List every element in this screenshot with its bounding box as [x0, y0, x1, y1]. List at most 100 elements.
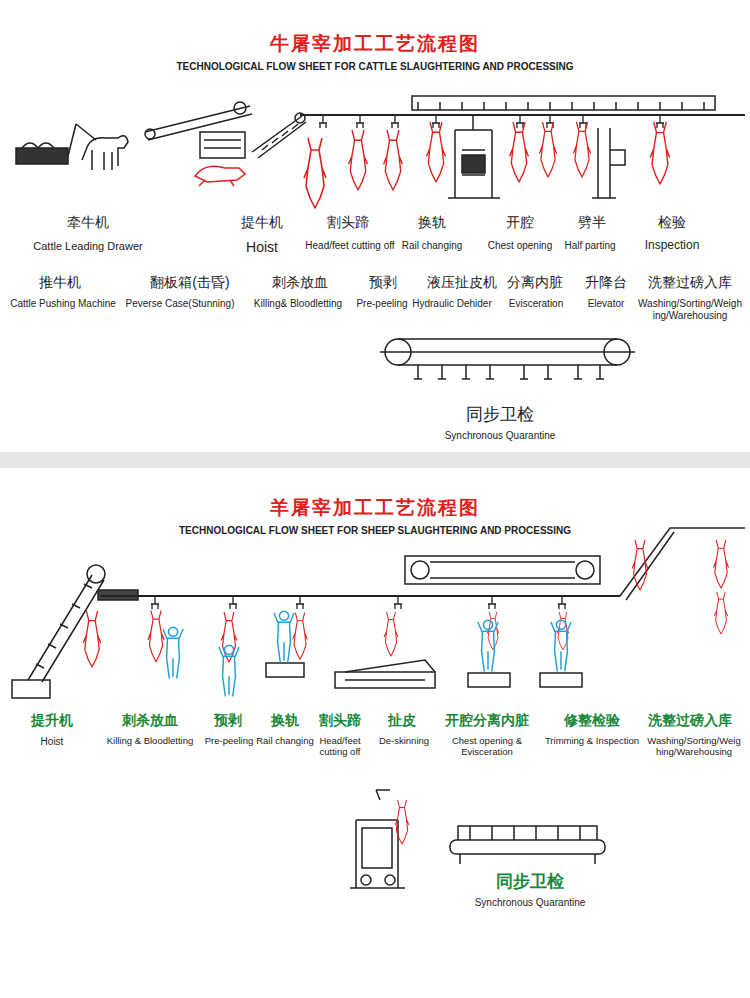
step-label: 羊屠宰加工工艺流程图 — [270, 497, 480, 519]
drawing-part — [418, 102, 704, 110]
cattle-carcasses — [304, 122, 670, 208]
step-label: 预剥 — [369, 274, 397, 290]
bottom-panel — [0, 468, 750, 998]
step-label: 升降台 — [585, 274, 627, 290]
drawing-part — [12, 680, 50, 698]
step-label: 换轨 — [418, 214, 446, 230]
drawing-part — [394, 596, 402, 609]
step-label-en: Killing& Bloodletting — [254, 298, 342, 310]
drawing-part — [274, 611, 294, 662]
step-label: 检验 — [658, 214, 686, 230]
drawing-part — [304, 138, 326, 208]
drawing-part — [458, 826, 597, 864]
step-label: 割头蹄 — [327, 214, 369, 230]
sheep-workers — [163, 611, 571, 696]
drawing-part — [592, 128, 625, 198]
drawing-part — [376, 790, 390, 800]
step-label-en: Half parting — [564, 240, 615, 252]
sheep-quarantine-carcass — [395, 800, 409, 844]
step-label: 预剥 — [214, 712, 242, 728]
drawing-part — [356, 115, 364, 128]
drawing-part — [87, 565, 105, 583]
drawing-part — [384, 612, 398, 656]
step-label-en: Chest opening & Evisceration — [433, 736, 541, 758]
step-label-en: Elevator — [588, 298, 625, 310]
drawing-part — [145, 106, 252, 140]
step-label-en: Synchronous Quarantine — [445, 430, 556, 442]
sheep-quarantine — [350, 790, 605, 888]
step-label: 换轨 — [271, 712, 299, 728]
drawing-part — [579, 115, 587, 128]
drawing-part — [516, 115, 524, 128]
step-label: 液压扯皮机 — [427, 274, 497, 290]
step-label-en: TECHNOLOGICAL FLOW SHEET FOR CATTLE SLAU… — [176, 61, 573, 73]
drawing-part — [539, 122, 556, 177]
drawing-part — [148, 610, 164, 661]
drawing-part — [163, 627, 183, 678]
drawing-part — [411, 561, 429, 579]
step-label: 同步卫检 — [496, 872, 564, 892]
drawing-part — [349, 130, 368, 190]
drawing-part — [412, 96, 715, 110]
step-label: 扯皮 — [388, 712, 416, 728]
step-label-en: Hydraulic Dehider — [412, 298, 491, 310]
drawing-part — [432, 115, 440, 128]
step-label-en: Cattle Leading Drawer — [33, 240, 142, 253]
step-label-en: Rail changing — [256, 736, 314, 747]
drawing-part — [83, 611, 101, 667]
drawing-part — [430, 562, 575, 578]
drawing-part — [296, 596, 304, 609]
step-label-en: Hoist — [41, 736, 64, 748]
drawing-part — [414, 378, 604, 380]
drawing-part — [234, 102, 246, 114]
step-label-en: Chest opening — [488, 240, 553, 252]
drawing-part — [576, 561, 594, 579]
drawing-part — [229, 596, 237, 609]
drawing-part — [22, 143, 54, 148]
drawing-part — [28, 575, 104, 682]
drawing-part — [418, 365, 600, 379]
step-label: 提升机 — [31, 712, 73, 728]
drawing-part — [195, 166, 245, 186]
step-label-en: Head/feet cutting off — [312, 736, 368, 758]
step-label: 割头蹄 — [319, 712, 361, 728]
drawing-part — [450, 840, 605, 854]
step-label: 牛屠宰加工工艺流程图 — [270, 33, 480, 55]
step-label: 刺杀放血 — [272, 274, 328, 290]
step-label-en: De-skinning — [379, 736, 429, 747]
step-label: 推牛机 — [39, 274, 81, 290]
drawing-part — [488, 596, 496, 609]
step-label-en: Washing/Sorting/Weighing/Warehousing — [646, 736, 742, 758]
step-label-en: Inspection — [645, 239, 700, 253]
drawing-part — [713, 540, 728, 588]
step-label: 分离内脏 — [507, 274, 563, 290]
drawing-part — [151, 596, 159, 609]
drawing-part — [300, 114, 745, 116]
step-label-en: Killing & Bloodletting — [107, 736, 194, 747]
drawing-part — [361, 875, 371, 885]
step-label: 牵牛机 — [67, 214, 109, 230]
drawing-part — [448, 115, 500, 198]
drawing-part — [391, 115, 399, 128]
step-label: 修整检验 — [564, 712, 620, 728]
drawing-part — [82, 136, 128, 170]
step-label-en: Pre-peeling — [356, 298, 407, 310]
drawing-part — [293, 613, 308, 660]
cattle-quarantine-conveyor — [380, 339, 635, 379]
step-label-en: Washing/Sorting/Weighing/Warehousing — [638, 298, 742, 321]
drawing-part — [573, 122, 590, 177]
sheep-carcasses — [83, 540, 728, 667]
drawing-part — [468, 673, 510, 687]
step-label-en: Trimming & Inspection — [545, 736, 639, 747]
step-label: 开腔 — [506, 214, 534, 230]
drawing-part — [380, 339, 635, 365]
drawing-part — [16, 148, 68, 164]
drawing-part — [510, 122, 529, 182]
step-label: 洗整过磅入库 — [648, 712, 732, 728]
drawing-part — [36, 584, 92, 668]
drawing-part — [262, 124, 298, 150]
drawing-part — [384, 130, 403, 190]
drawing-part — [405, 556, 600, 584]
drawing-part — [385, 875, 395, 885]
